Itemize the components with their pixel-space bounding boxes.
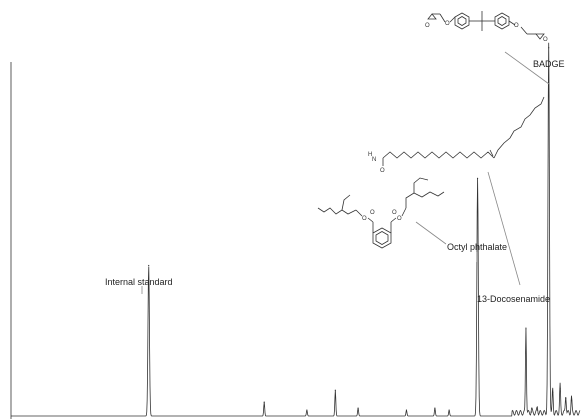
- peak-apex-12: [548, 47, 550, 49]
- peak-apex-15: [565, 397, 567, 399]
- annotation-internal-standard: Internal standard: [105, 277, 173, 287]
- badge-structure: [427, 11, 545, 40]
- annotation-badge: BADGE: [533, 59, 565, 69]
- peak-apex-6: [434, 407, 436, 409]
- docosenamide-structure: [382, 96, 545, 166]
- phthalate-oxygen-4: O: [392, 210, 397, 216]
- peak-markers: [148, 47, 573, 413]
- badge-oxygen-2: O: [445, 21, 450, 27]
- docosenamide-oxygen: O: [380, 168, 385, 174]
- peak-apex-16: [570, 399, 573, 401]
- badge-oxygen-4: O: [543, 37, 548, 43]
- peak-apex-2: [306, 409, 308, 411]
- peak-apex-3: [334, 389, 336, 391]
- peak-apex-4: [357, 407, 359, 409]
- octyl-phthalate-structure: [317, 177, 445, 249]
- phthalate-oxygen-3: O: [397, 216, 402, 222]
- annotation-13-docosenamide: 13-Docosenamide: [477, 294, 550, 304]
- peak-apex-0: [148, 264, 150, 267]
- peak-apex-11: [536, 409, 538, 411]
- peak-apex-10: [531, 411, 533, 413]
- phthalate-oxygen-2: O: [370, 210, 375, 216]
- leader-badge: [504, 51, 550, 85]
- peak-apex-1: [263, 401, 265, 403]
- docosenamide-nitrogen: N: [372, 157, 376, 163]
- badge-oxygen-3: O: [514, 23, 519, 29]
- peak-apex-5: [405, 409, 408, 411]
- phthalate-oxygen-1: O: [362, 216, 367, 222]
- peak-apex-13: [552, 391, 554, 393]
- peak-apex-14: [559, 387, 561, 389]
- peak-apex-8: [476, 177, 479, 179]
- annotation-octyl-phthalate: Octyl phthalate: [447, 242, 507, 252]
- chromatogram-trace: [11, 42, 581, 417]
- docosenamide-hydrogen: H: [368, 152, 372, 158]
- leader-docosenamide: [487, 171, 521, 286]
- leader-octyl-phthalate: [415, 221, 447, 245]
- peak-apex-9: [525, 328, 527, 330]
- badge-oxygen-1: O: [425, 23, 430, 29]
- peak-apex-7: [448, 409, 450, 411]
